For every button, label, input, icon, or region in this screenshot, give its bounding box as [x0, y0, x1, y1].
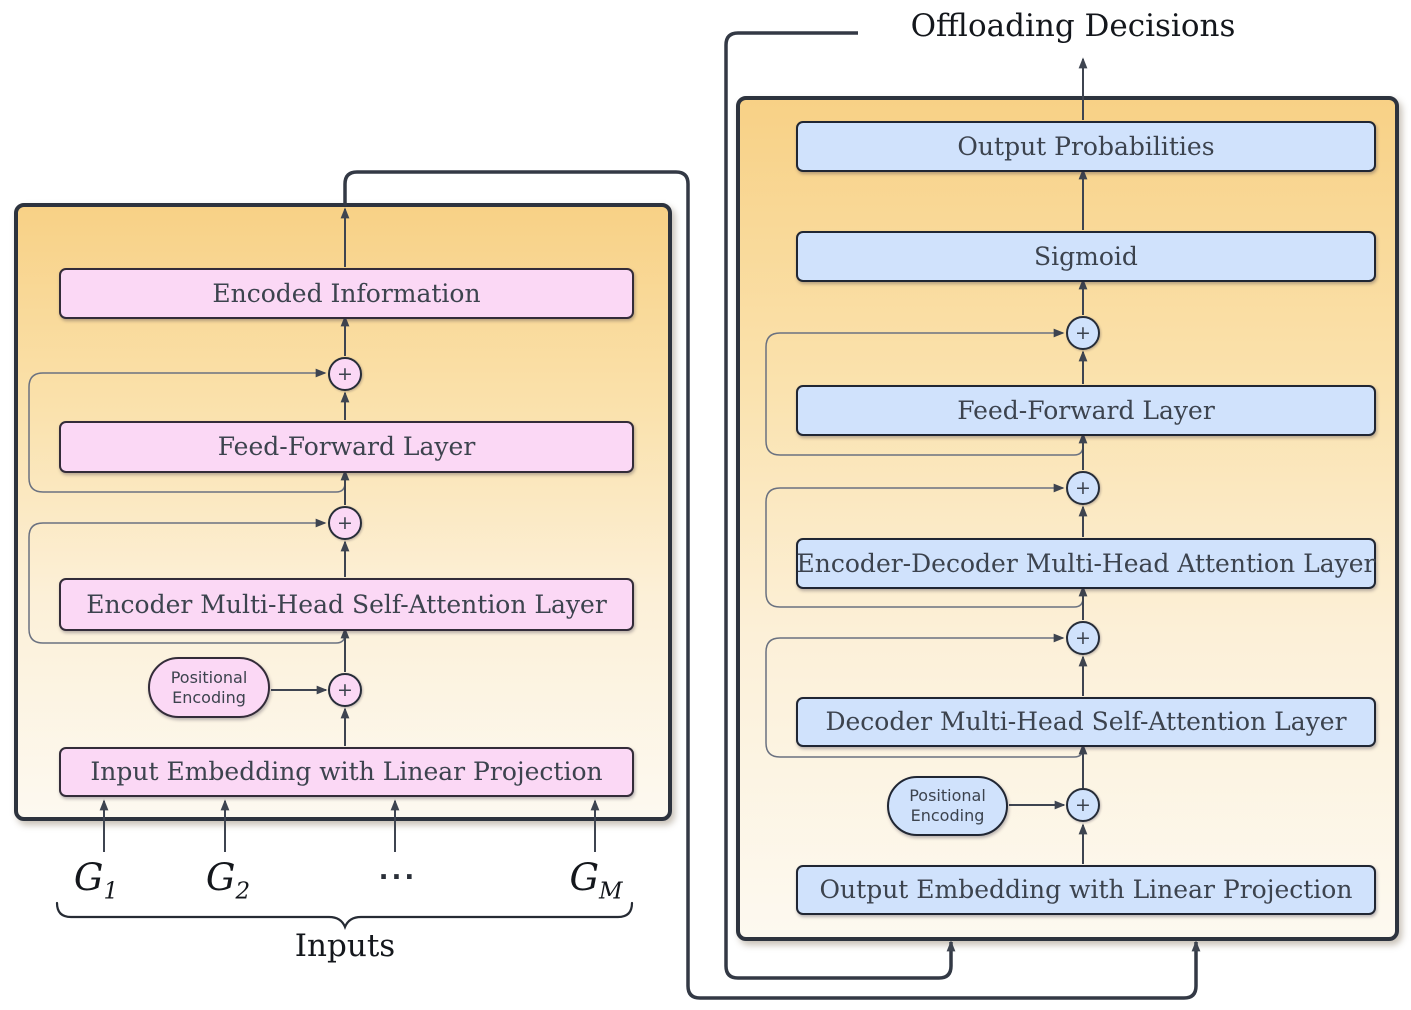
input-symbol-2: G2 — [188, 856, 268, 903]
decoder-add-junction-4: + — [1066, 788, 1100, 822]
input-symbols-ellipsis: ... — [378, 856, 418, 886]
encoder-positional-encoding: Positional Encoding — [148, 657, 270, 718]
input-symbol-m-sub: M — [599, 878, 623, 905]
inputs-label: Inputs — [294, 928, 396, 964]
encoder-skip-feed-forward — [28, 368, 346, 493]
output-probabilities-box: Output Probabilities — [796, 121, 1376, 172]
input-symbol-m: GM — [556, 856, 636, 903]
inputs-brace — [55, 901, 634, 930]
input-symbol-1-base: G — [73, 856, 104, 899]
encoder-add-junction-1: + — [328, 357, 362, 391]
decoder-skip-encoder-decoder-attention — [765, 483, 1084, 608]
encoder-feed-forward-box: Feed-Forward Layer — [59, 421, 634, 473]
offloading-decisions-title: Offloading Decisions — [910, 8, 1236, 44]
input-embedding-box: Input Embedding with Linear Projection — [59, 747, 634, 797]
sigmoid-label: Sigmoid — [1034, 241, 1138, 271]
decoder-positional-encoding-label: Positional Encoding — [909, 786, 986, 825]
output-embedding-box: Output Embedding with Linear Projection — [796, 865, 1376, 915]
encoded-information-label: Encoded Information — [212, 278, 481, 308]
encoder-output-to-decoder-connector — [343, 170, 1201, 1000]
encoder-self-attention-label: Encoder Multi-Head Self-Attention Layer — [86, 589, 607, 619]
input-symbol-1-sub: 1 — [103, 878, 119, 905]
encoder-decoder-attention-box: Encoder-Decoder Multi-Head Attention Lay… — [796, 538, 1376, 589]
encoder-positional-encoding-label: Positional Encoding — [170, 667, 248, 707]
decoder-add-junction-2: + — [1066, 471, 1100, 505]
decoder-positional-encoding: Positional Encoding — [887, 776, 1008, 836]
input-embedding-label: Input Embedding with Linear Projection — [90, 757, 603, 787]
encoded-information-box: Encoded Information — [59, 268, 634, 319]
offloading-decisions-feedback-connector — [724, 31, 956, 980]
decoder-add-junction-1: + — [1066, 316, 1100, 350]
decoder-feed-forward-box: Feed-Forward Layer — [796, 385, 1376, 436]
input-symbol-m-base: G — [569, 856, 599, 899]
decoder-feed-forward-label: Feed-Forward Layer — [957, 395, 1215, 425]
input-symbol-2-base: G — [205, 856, 236, 899]
decoder-self-attention-label: Decoder Multi-Head Self-Attention Layer — [825, 707, 1347, 737]
encoder-self-attention-box: Encoder Multi-Head Self-Attention Layer — [59, 578, 634, 631]
input-symbol-1: G1 — [56, 856, 136, 903]
decoder-self-attention-box: Decoder Multi-Head Self-Attention Layer — [796, 697, 1376, 747]
encoder-decoder-attention-label: Encoder-Decoder Multi-Head Attention Lay… — [796, 548, 1376, 578]
sigmoid-box: Sigmoid — [796, 231, 1376, 282]
decoder-add-junction-3: + — [1066, 621, 1100, 655]
decoder-skip-self-attention — [765, 633, 1084, 758]
encoder-skip-self-attention — [28, 518, 346, 644]
decoder-skip-feed-forward — [765, 328, 1084, 456]
input-symbol-2-sub: 2 — [235, 878, 251, 905]
output-probabilities-label: Output Probabilities — [957, 131, 1215, 161]
encoder-add-junction-2: + — [328, 506, 362, 540]
encoder-add-junction-3: + — [328, 673, 362, 707]
encoder-feed-forward-label: Feed-Forward Layer — [217, 432, 476, 462]
output-embedding-label: Output Embedding with Linear Projection — [819, 875, 1353, 905]
